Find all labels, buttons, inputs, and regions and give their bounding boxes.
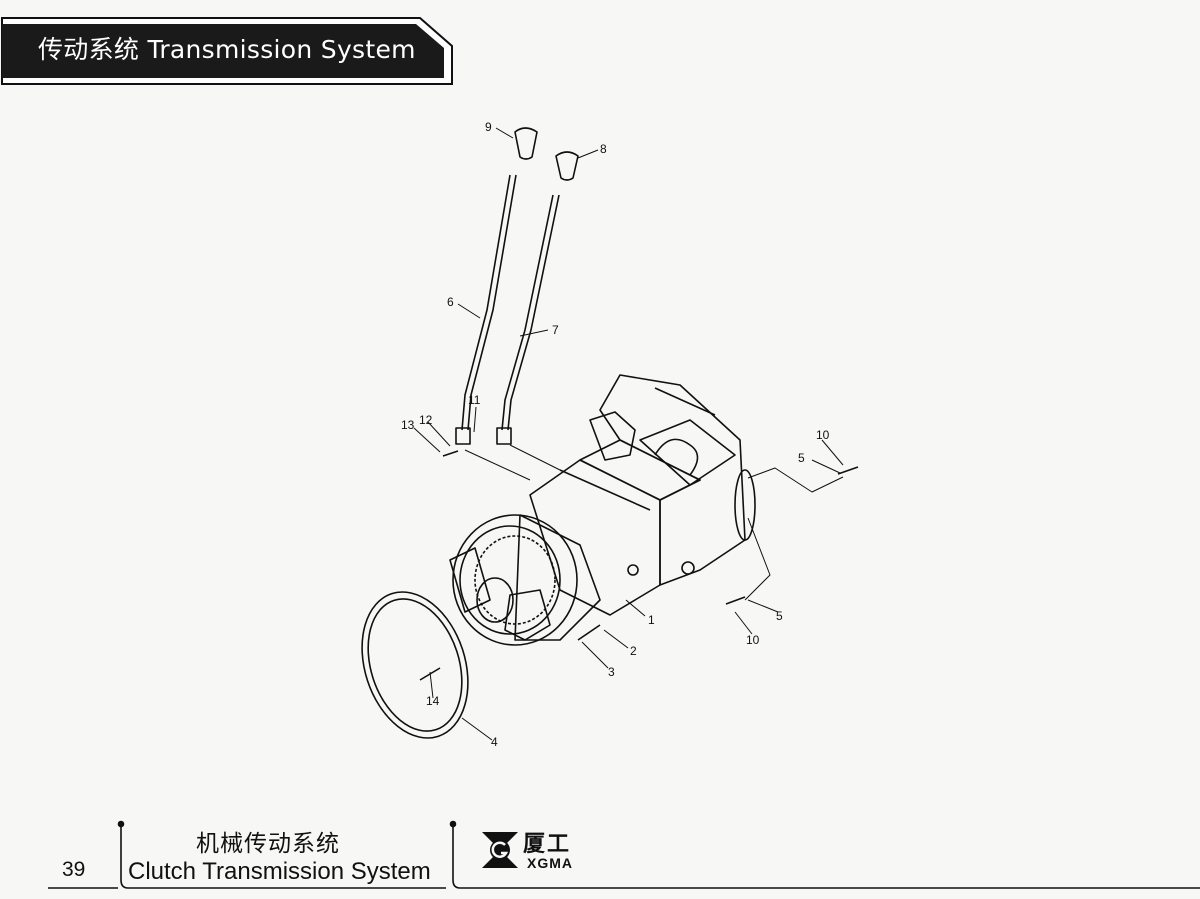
callout-6: 6: [447, 295, 454, 309]
callout-9: 9: [485, 120, 492, 134]
callout-4: 4: [491, 735, 498, 749]
page-title: 传动系统 Transmission System: [38, 35, 416, 64]
callout-5-lower: 5: [776, 609, 783, 623]
brand-name-en: XGMA: [527, 855, 573, 871]
shift-lever-6: [455, 174, 517, 445]
shift-lever-7: [496, 194, 560, 445]
callout-labels: 1 2 3 4 5 5 6 7 8 9 10 10 11 12 13 14: [401, 120, 830, 749]
transmission-housing: [529, 374, 756, 616]
callout-2: 2: [630, 644, 637, 658]
page-number: 39: [62, 858, 86, 881]
callout-3: 3: [608, 665, 615, 679]
gasket-plate: [361, 591, 469, 739]
callout-8: 8: [600, 142, 607, 156]
callout-10-upper: 10: [816, 428, 830, 442]
callout-11: 11: [468, 393, 481, 407]
callout-7: 7: [552, 323, 559, 337]
knob-9: [514, 127, 538, 160]
xgma-logo-icon: [482, 832, 518, 868]
section-title-en: Clutch Transmission System: [128, 858, 431, 885]
callout-12: 12: [419, 413, 433, 427]
knob-8: [555, 151, 579, 181]
clutch-assembly: [449, 514, 601, 646]
header-banner: [1, 17, 453, 85]
footer-rules: [48, 820, 1200, 889]
callout-5-upper: 5: [798, 451, 805, 465]
brand-name-cn: 厦工: [523, 832, 572, 857]
callout-1: 1: [648, 613, 655, 627]
callout-13: 13: [401, 418, 415, 432]
callout-10-lower: 10: [746, 633, 760, 647]
section-title-cn: 机械传动系统: [196, 831, 340, 857]
callout-14: 14: [426, 694, 440, 708]
leader-lines: [413, 127, 844, 741]
